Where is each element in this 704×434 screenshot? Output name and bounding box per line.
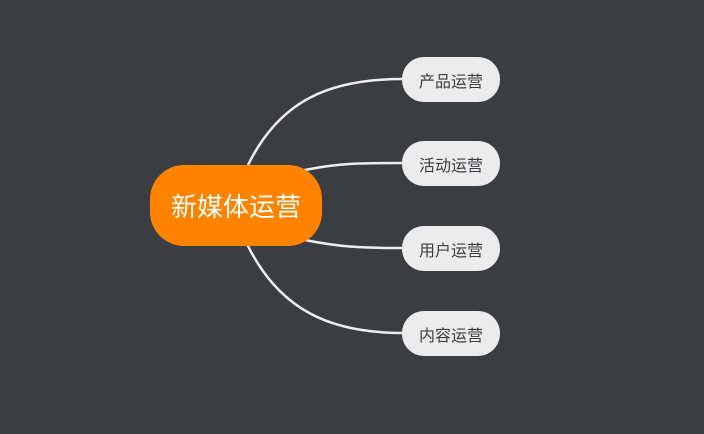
central-topic-label: 新媒体运营 xyxy=(170,193,301,223)
topic-activity-operations[interactable]: 活动运营 xyxy=(402,141,500,186)
topic-label: 产品运营 xyxy=(418,71,483,91)
topic-label: 活动运营 xyxy=(418,155,483,175)
connector-content xyxy=(246,244,405,335)
topic-label: 用户运营 xyxy=(418,240,483,260)
topic-product-operations[interactable]: 产品运营 xyxy=(402,57,500,102)
topic-label: 内容运营 xyxy=(418,325,483,345)
connector-product xyxy=(246,77,405,167)
topic-content-operations[interactable]: 内容运营 xyxy=(402,311,500,356)
connector-activity xyxy=(303,161,405,172)
connector-user xyxy=(303,238,405,250)
topic-user-operations[interactable]: 用户运营 xyxy=(402,226,500,271)
central-topic[interactable]: 新媒体运营 xyxy=(150,165,322,246)
